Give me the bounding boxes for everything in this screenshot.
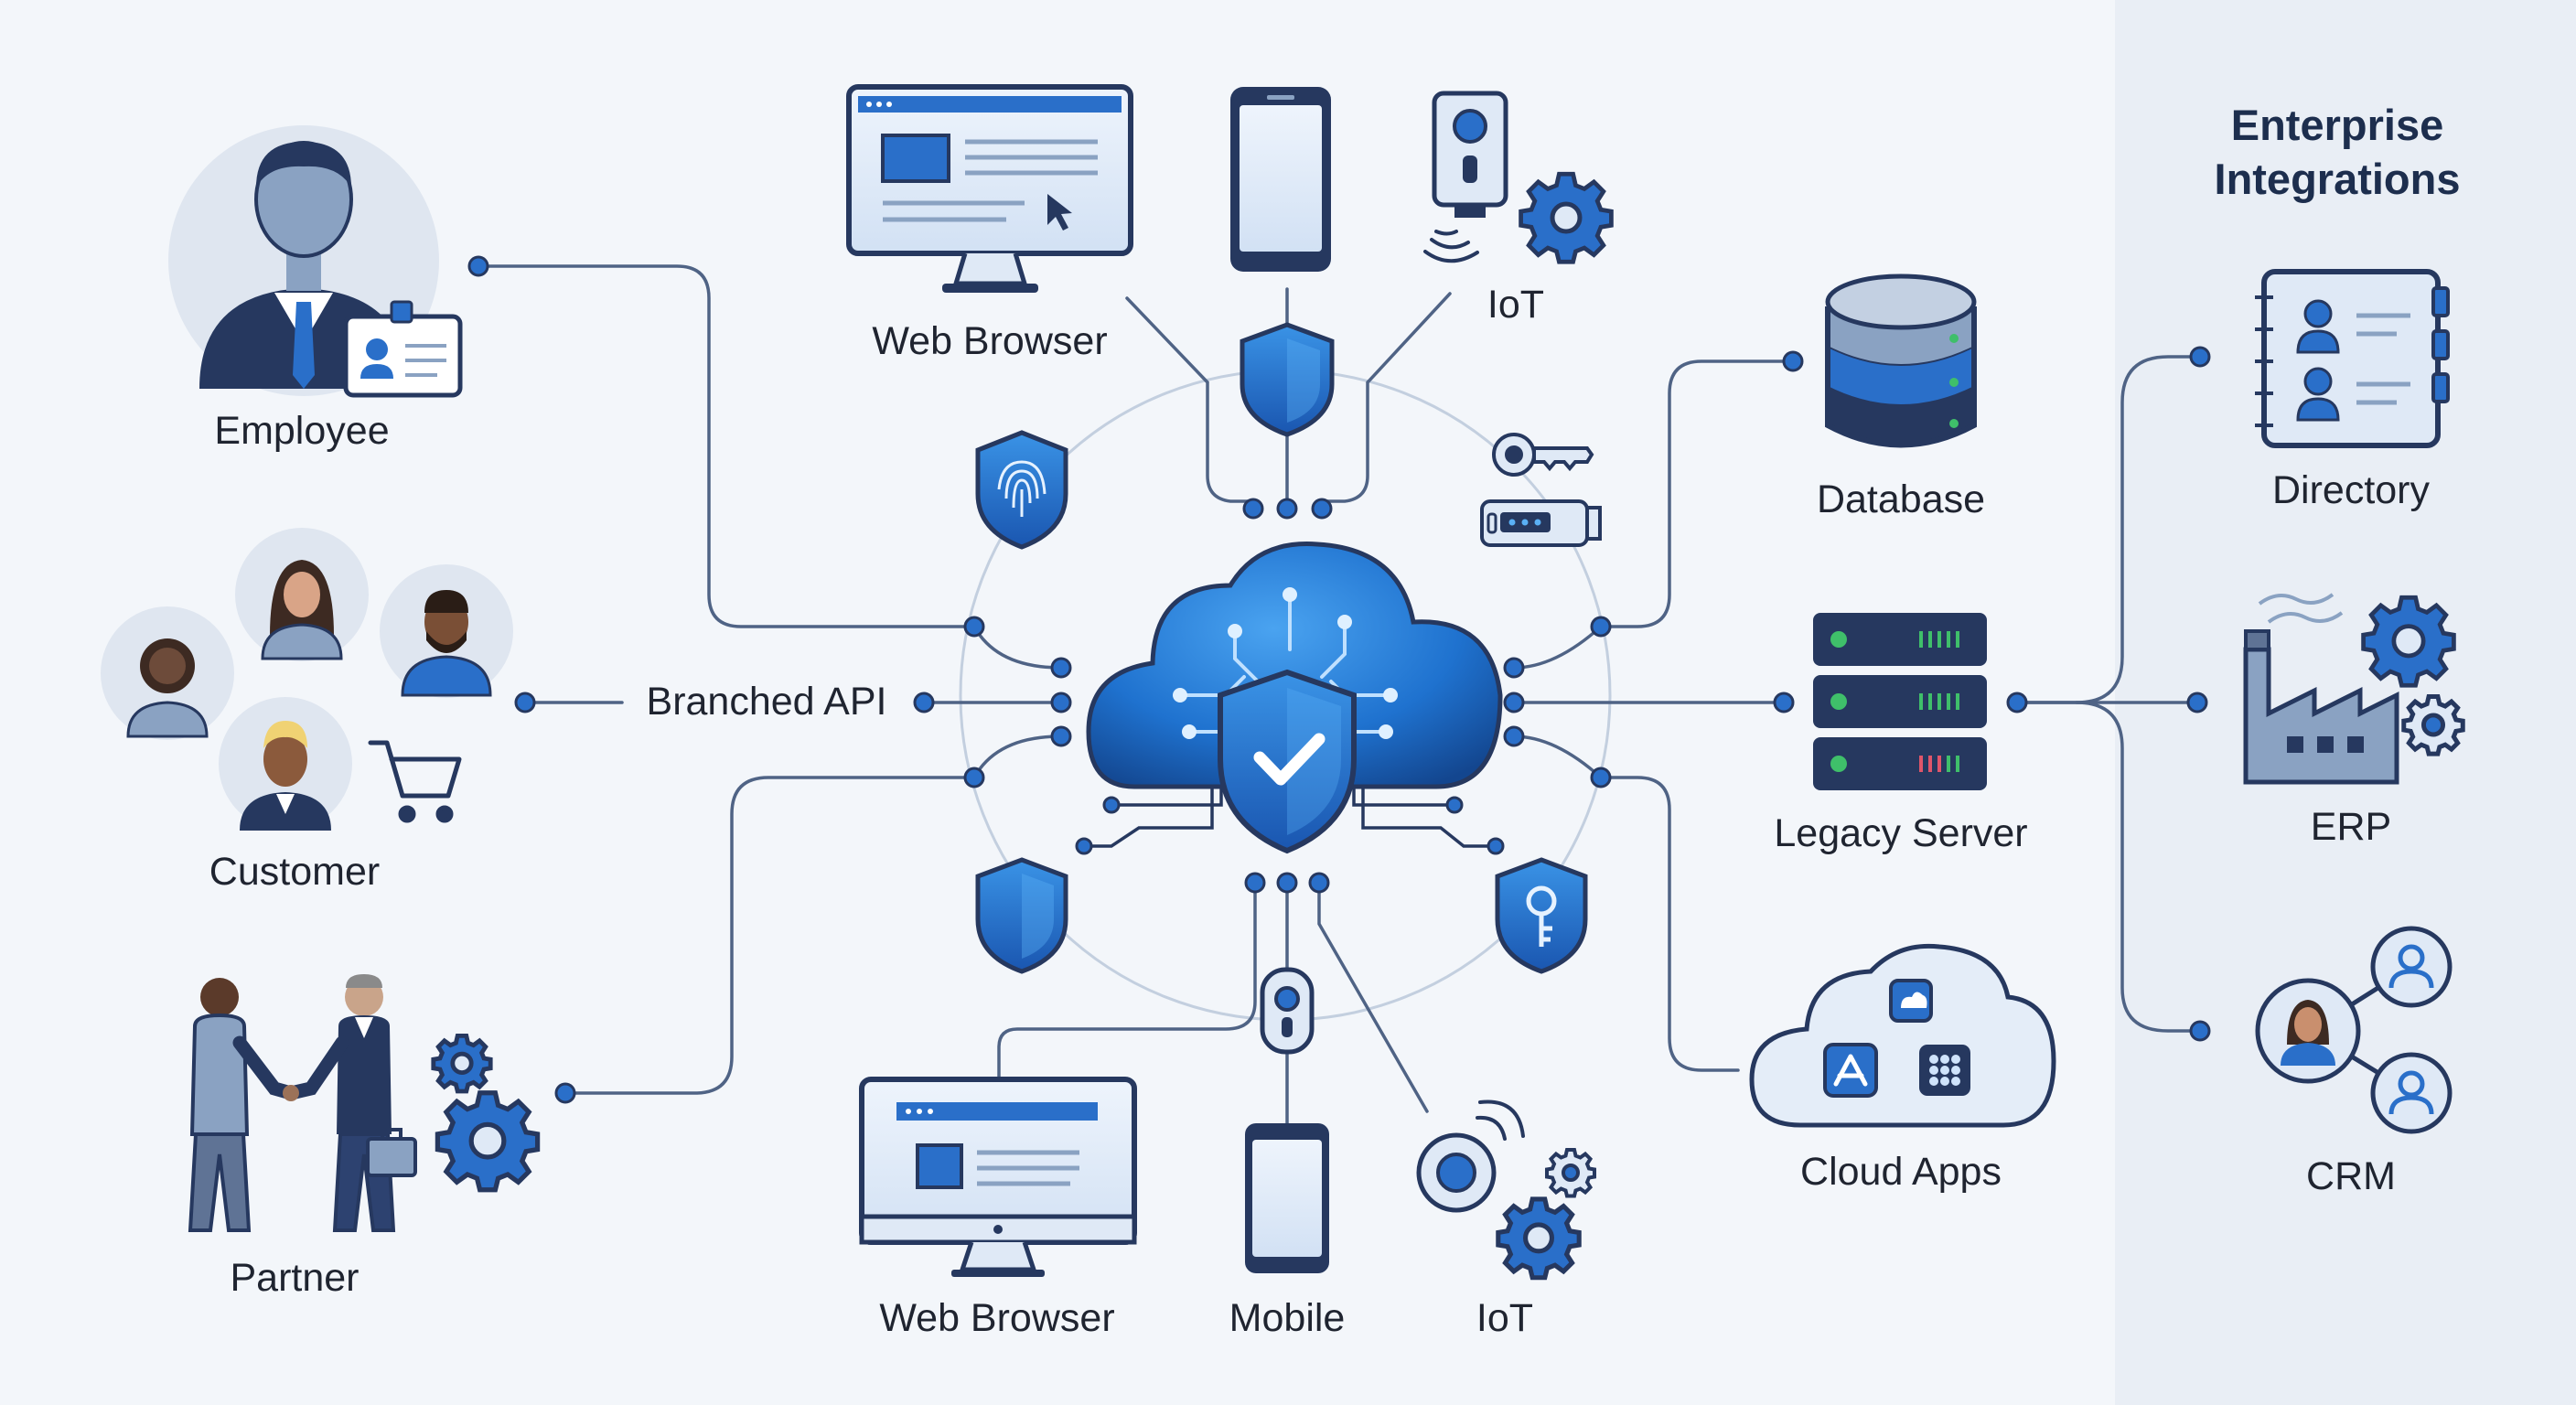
gear-icon [2361, 595, 2456, 688]
panel-title-line1: Enterprise [2230, 101, 2444, 149]
cloud-circuit-icon [1075, 542, 1505, 855]
connector-dot [1050, 692, 1072, 713]
legacy-server-label: Legacy Server [1774, 811, 2028, 855]
key-icon [1492, 433, 1594, 477]
mobile-label: Mobile [1229, 1296, 1346, 1340]
iot-sensor-icon [1423, 91, 1508, 263]
customer-label: Customer [209, 850, 381, 894]
gear-icon [431, 1033, 493, 1094]
fingerprint-shield-icon [975, 430, 1068, 550]
shield-icon [975, 857, 1068, 974]
directory-label: Directory [2271, 468, 2431, 512]
connector-dot [2186, 692, 2208, 713]
connector-dot [963, 767, 985, 788]
smartphone-icon [1245, 1123, 1329, 1273]
branched-api-label: Branched API [646, 680, 887, 724]
bottom-web-browser-label: Web Browser [879, 1296, 1115, 1340]
panel-title: Enterprise Integrations [2215, 99, 2461, 207]
connector-dot [1050, 657, 1072, 679]
connector-dot [1503, 657, 1525, 679]
gear-icon [435, 1090, 541, 1193]
connector-dot [467, 255, 489, 277]
connector-dot [1503, 725, 1525, 747]
connector-dot [1244, 872, 1266, 894]
connector-dot [1590, 616, 1612, 638]
gear-icon [2401, 693, 2465, 756]
connector-dot [1276, 872, 1298, 894]
connector-dot [1276, 498, 1298, 520]
connector-dot [514, 692, 536, 713]
keyhole-shield-icon [1495, 857, 1588, 974]
api-branch-b [972, 735, 1063, 779]
connector-dot [1050, 725, 1072, 747]
crm-network-icon [2255, 926, 2453, 1134]
monitor-icon [846, 84, 1133, 293]
employee-label: Employee [214, 409, 390, 453]
top-iot-label: IoT [1487, 283, 1545, 327]
connector-dot [1242, 498, 1264, 520]
cloudapps-connector [1599, 776, 1740, 1072]
bottom-iot-connector [1317, 881, 1429, 1113]
crm-label: CRM [2306, 1154, 2396, 1198]
partner-label: Partner [230, 1256, 360, 1300]
erp-label: ERP [2310, 805, 2392, 849]
right-branch-a [1512, 625, 1603, 670]
shield-icon [1240, 322, 1335, 437]
connector-dot [1311, 498, 1333, 520]
top-browser-connector [1125, 296, 1255, 510]
connector-dot [2189, 346, 2211, 368]
connector-dot [963, 616, 985, 638]
bottom-iot-label: IoT [1476, 1296, 1534, 1340]
database-label: Database [1816, 477, 1986, 521]
gear-icon [1496, 1196, 1582, 1281]
gear-icon [1519, 171, 1614, 264]
database-connector [1599, 359, 1795, 628]
database-icon [1825, 273, 1977, 448]
connector-dots [467, 255, 2211, 1104]
connector-dot [913, 692, 935, 713]
bottom-browser-connector [997, 881, 1257, 1081]
crm-connector [2075, 701, 2202, 1033]
customer-group-icon [101, 528, 513, 831]
connector-dot [1773, 692, 1795, 713]
connector-dot [554, 1082, 576, 1104]
gear-icon [1545, 1148, 1596, 1198]
directory-book-icon [2255, 269, 2450, 448]
server-rack-icon [1813, 613, 1987, 790]
partner-connector [564, 776, 976, 1095]
factory-icon [2243, 593, 2399, 785]
handshake-icon [188, 974, 417, 1232]
top-iot-connector [1320, 292, 1452, 510]
connector-dot [2006, 692, 2028, 713]
api-branch-a [972, 625, 1063, 670]
right-branch-b [1512, 735, 1603, 779]
connector-dot [1308, 872, 1330, 894]
shopping-cart-icon [368, 740, 462, 823]
usb-token-icon [1480, 499, 1602, 547]
cloud-apps-icon [1749, 943, 2056, 1128]
top-web-browser-label: Web Browser [872, 319, 1108, 363]
connector-dot [1503, 692, 1525, 713]
iot-sensor-icon [1416, 1099, 1525, 1213]
connector-dot [2189, 1020, 2211, 1042]
directory-connector [2015, 355, 2202, 704]
smartphone-icon [1230, 87, 1331, 272]
iot-sensor-icon [1260, 967, 1315, 1055]
connector-dot [1590, 767, 1612, 788]
cloud-apps-label: Cloud Apps [1800, 1150, 2002, 1194]
employee-connector [477, 264, 976, 628]
panel-title-line2: Integrations [2214, 154, 2461, 203]
monitor-icon [859, 1077, 1137, 1277]
connector-lines [477, 264, 2202, 1125]
id-badge-icon [343, 300, 463, 398]
connector-dot [1782, 350, 1804, 372]
